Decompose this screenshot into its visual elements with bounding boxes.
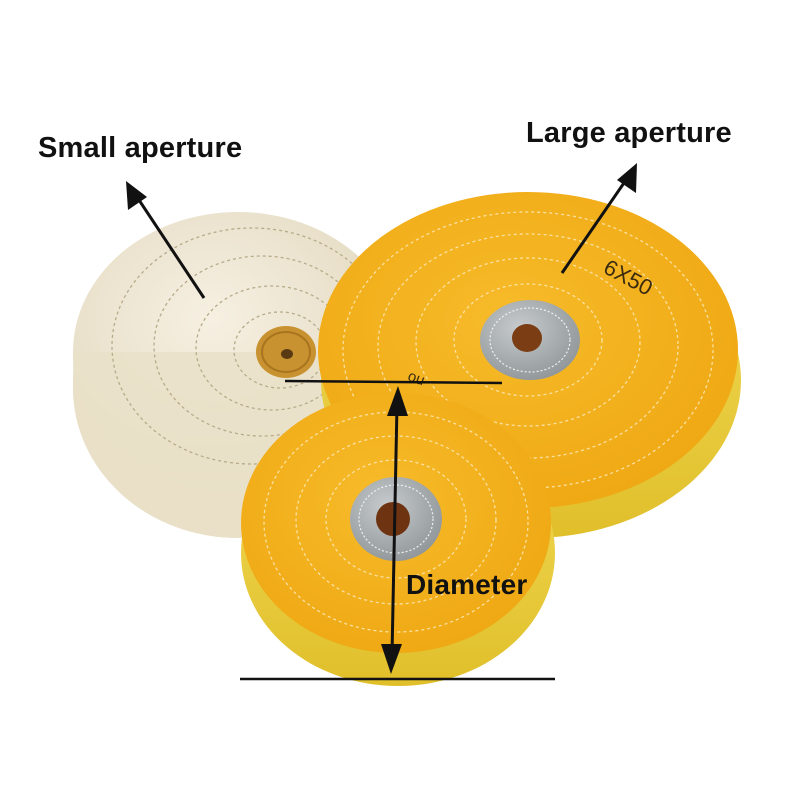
large-aperture-arrow (560, 163, 637, 274)
diameter-arrow (381, 386, 408, 674)
diameter-label: Diameter (406, 569, 528, 600)
partial-wheel-marking: no (405, 369, 426, 391)
small-aperture-arrow (126, 181, 206, 299)
large-aperture-label: Large aperture (526, 117, 732, 149)
small-aperture-label: Small aperture (38, 132, 243, 164)
small-yellow-buffing-wheel (241, 393, 555, 686)
diameter-top-line (284, 379, 503, 385)
